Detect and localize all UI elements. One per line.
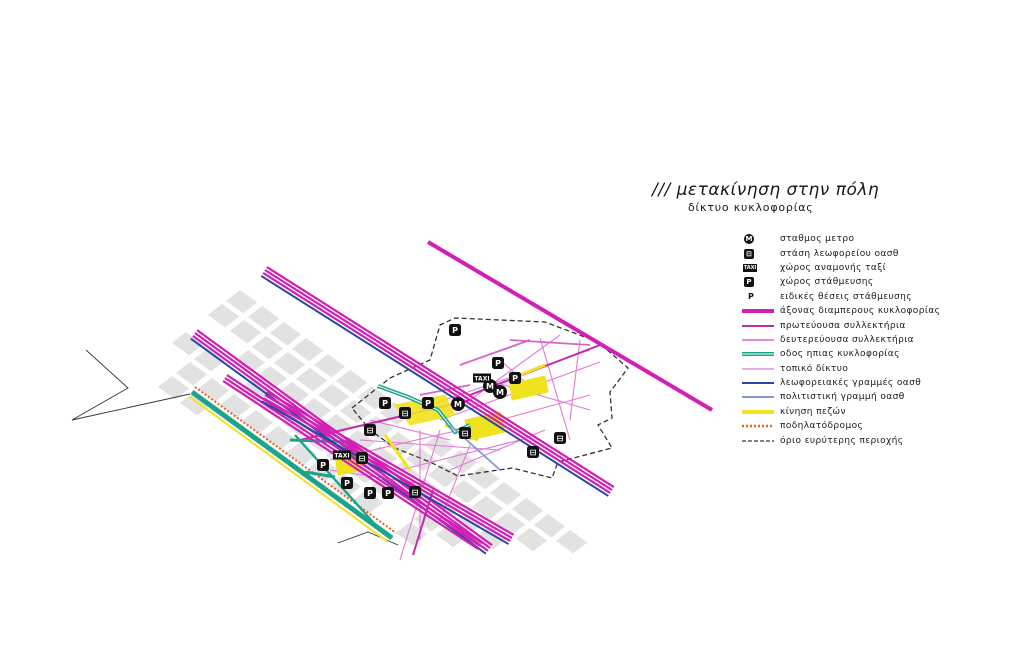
legend-item-oneway: οδος ηπιας κυκλοφορίας (742, 347, 1007, 361)
legend-item-local: τοπικό δίκτυο (742, 362, 1007, 376)
legend-item-bus: λεωφορειακές γραμμές οασθ (742, 376, 1007, 390)
secondary-swatch (742, 339, 774, 341)
arterial-swatch (742, 309, 774, 314)
secondary-collector (419, 339, 591, 396)
svg-text:⊟: ⊟ (557, 434, 564, 443)
svg-text:P: P (367, 489, 373, 498)
svg-text:M: M (454, 400, 462, 409)
svg-text:TAXI: TAXI (334, 453, 349, 460)
taxi-icon: TAXI (743, 263, 757, 272)
parking-icon: P (744, 277, 754, 288)
bus-swatch (742, 382, 774, 385)
map-subtitle: δίκτυο κυκλοφορίας (688, 201, 814, 214)
svg-text:M: M (496, 388, 504, 397)
svg-text:P: P (382, 399, 388, 408)
legend-item-special-parking: P ειδικές θέσεις στάθμευσης (748, 291, 912, 302)
svg-text:P: P (385, 489, 391, 498)
site-outline (71, 349, 399, 546)
pedestrian-swatch (742, 409, 774, 414)
svg-text:M: M (486, 382, 494, 391)
cultural-line (449, 424, 501, 471)
legend-item-bus-stop: ⊟ στάση λεωφορείου οασθ (742, 246, 1007, 260)
svg-text:P: P (512, 374, 518, 383)
legend-item-taxi: TAXI χώρος αναμονής ταξί (743, 262, 887, 273)
boundary-swatch (742, 440, 774, 442)
local-swatch (742, 368, 774, 370)
svg-text:⊟: ⊟ (462, 429, 469, 438)
svg-text:⊟: ⊟ (412, 488, 419, 497)
svg-text:P: P (495, 359, 501, 368)
cultural-swatch (742, 396, 774, 399)
legend-item-metro: M σταθμος μετρο (744, 234, 855, 245)
svg-text:⊟: ⊟ (530, 448, 537, 457)
legend-item-bike: ποδηλατόδρομος (742, 419, 1007, 433)
svg-text:TAXI: TAXI (474, 376, 489, 383)
legend-item-arterial: άξονας διαμπερους κυκλοφορίας (742, 304, 1007, 318)
wider-area-boundary (351, 317, 629, 479)
legend: M σταθμος μετρο ⊟ στάση λεωφορείου οασθ … (742, 232, 1007, 448)
legend-item-parking: P χώρος στάθμευσης (742, 275, 1007, 289)
svg-text:⊟: ⊟ (402, 409, 409, 418)
primary-swatch (742, 324, 774, 327)
arterial-avenues (190, 240, 714, 555)
special-parking-icon: P (748, 292, 754, 302)
svg-text:⊟: ⊟ (359, 454, 366, 463)
bus-stop-icon: ⊟ (744, 248, 754, 259)
legend-item-secondary: δευτερεύουσα συλλεκτήρια (742, 333, 1007, 347)
legend-item-pedestrian: κίνηση πεζών (742, 405, 1007, 419)
metro-icon: M (744, 234, 754, 245)
svg-text:P: P (452, 326, 458, 335)
oneway-swatch (742, 352, 774, 357)
svg-text:P: P (425, 399, 431, 408)
svg-text:P: P (320, 461, 326, 470)
svg-text:⊟: ⊟ (367, 426, 374, 435)
svg-text:P: P (344, 479, 350, 488)
map-title: /// μετακίνηση στην πόλη (652, 180, 880, 200)
legend-item-boundary: όριο ευρύτερης περιοχής (742, 433, 1007, 447)
legend-item-cultural: πολιτιστική γραμμή οασθ (742, 390, 1007, 404)
legend-item-primary: πρωτεύουσα συλλεκτήρια (742, 318, 1007, 332)
bike-swatch (742, 425, 774, 428)
bike-path (189, 386, 397, 543)
